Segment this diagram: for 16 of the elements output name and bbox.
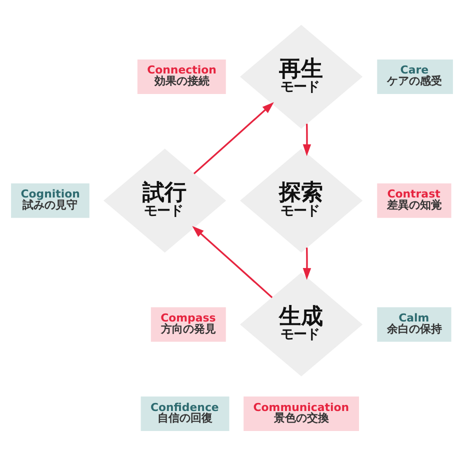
node-box: Communication 景色の交換 xyxy=(244,396,360,432)
node-box: Compass 方向の発見 xyxy=(150,307,226,342)
node-diamond: 生成 モード xyxy=(240,272,363,376)
node-diamond: 試行 モード xyxy=(104,148,226,253)
node-box: Contrast 差異の知覚 xyxy=(377,183,452,218)
node-box: Care ケアの感受 xyxy=(377,60,453,94)
node-box: Calm 余白の保持 xyxy=(377,307,452,342)
arrow xyxy=(302,248,312,280)
node-diamond: 探索 モード xyxy=(240,148,363,253)
arrow xyxy=(302,124,312,156)
node-box: Connection 効果の接続 xyxy=(137,60,226,94)
arrow xyxy=(193,102,274,174)
node-diamond: 再生 モード xyxy=(240,24,363,129)
arrow xyxy=(192,226,273,298)
node-box: Cognition 試みの見守 xyxy=(11,183,90,218)
node-box: Confidence 自信の回復 xyxy=(140,396,230,432)
